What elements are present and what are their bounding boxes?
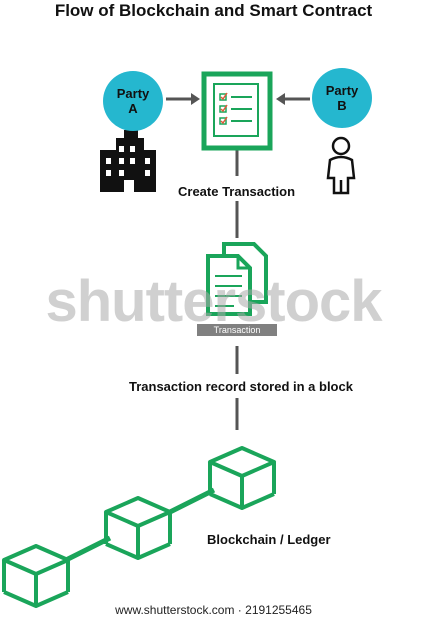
diagram-title: Flow of Blockchain and Smart Contract bbox=[54, 1, 373, 20]
party-b-label: Party bbox=[325, 83, 359, 98]
person-icon bbox=[326, 136, 356, 195]
block-cube-icon bbox=[2, 544, 70, 608]
transaction-tag: Transaction bbox=[197, 324, 277, 336]
arrow-right-icon bbox=[166, 93, 200, 105]
party-a-letter: A bbox=[128, 101, 138, 116]
transaction-pages-icon bbox=[206, 242, 268, 316]
party-b-circle: Party B bbox=[312, 68, 372, 128]
block-cube-icon bbox=[208, 446, 276, 510]
contract-document-icon bbox=[201, 71, 273, 151]
party-a-circle: Party A bbox=[103, 71, 163, 131]
create-transaction-label: Create Transaction bbox=[178, 184, 296, 199]
chain-link-2 bbox=[168, 487, 216, 515]
building-icon bbox=[100, 130, 156, 192]
party-b-letter: B bbox=[337, 98, 347, 113]
party-a-label: Party bbox=[116, 86, 150, 101]
chain-link-1 bbox=[64, 535, 112, 563]
footer-watermark: www.shutterstock.com · 2191255465 bbox=[115, 603, 312, 617]
blockchain-ledger-label: Blockchain / Ledger bbox=[207, 532, 331, 547]
arrow-left-icon bbox=[276, 93, 310, 105]
transaction-stored-label: Transaction record stored in a block bbox=[129, 379, 353, 394]
block-cube-icon bbox=[104, 496, 172, 560]
